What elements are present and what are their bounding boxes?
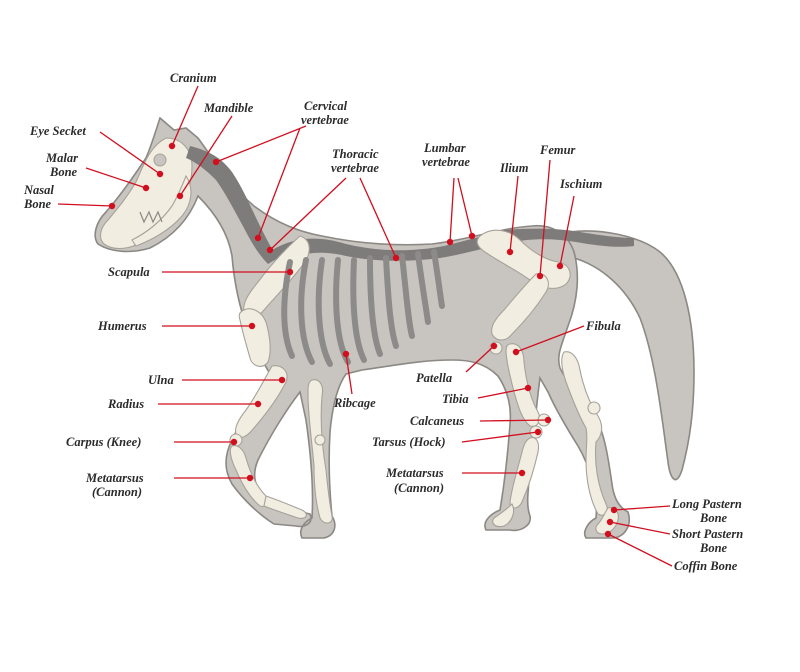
label-ribcage: Ribcage xyxy=(333,396,376,410)
label-short-pastern-line2: Bone xyxy=(699,541,728,555)
dot-radius xyxy=(255,401,261,407)
far-carpus-bone xyxy=(315,435,325,445)
leader-lumbar-b xyxy=(458,178,472,236)
leader-cervical-a xyxy=(216,126,306,162)
label-long-pastern-line1: Long Pastern xyxy=(671,497,742,511)
label-malar-line1: Malar xyxy=(45,151,78,165)
leader-nasal xyxy=(58,204,112,206)
dot-metatarsus-hind xyxy=(519,470,525,476)
label-thoracic-line1: Thoracic xyxy=(332,147,379,161)
dot-tibia xyxy=(525,385,531,391)
far-tarsus-bone xyxy=(588,402,600,414)
label-ulna: Ulna xyxy=(148,373,174,387)
leader-lumbar-a xyxy=(450,178,454,242)
label-radius: Radius xyxy=(107,397,144,411)
dot-fibula xyxy=(513,349,519,355)
label-carpus: Carpus (Knee) xyxy=(66,435,141,449)
label-patella: Patella xyxy=(416,371,452,385)
label-metatarsus-front-line1: Metatarsus xyxy=(85,471,144,485)
leader-coffin xyxy=(608,534,672,566)
label-malar-line2: Bone xyxy=(49,165,78,179)
dot-cervical-a xyxy=(213,159,219,165)
dot-thoracic-b xyxy=(393,255,399,261)
dot-metatarsus-front xyxy=(247,475,253,481)
label-cervical-line2: vertebrae xyxy=(301,113,349,127)
label-metatarsus-hind-line1: Metatarsus xyxy=(385,466,444,480)
label-ischium: Ischium xyxy=(559,177,603,191)
label-metatarsus-hind-line2: (Cannon) xyxy=(394,481,444,495)
label-lumbar-line1: Lumbar xyxy=(423,141,466,155)
label-femur: Femur xyxy=(539,143,576,157)
label-long-pastern-line2: Bone xyxy=(699,511,728,525)
dot-ischium xyxy=(557,263,563,269)
dot-humerus xyxy=(249,323,255,329)
dot-ilium xyxy=(507,249,513,255)
label-metatarsus-front-line2: (Cannon) xyxy=(92,485,142,499)
dot-short-pastern xyxy=(607,519,613,525)
label-calcaneus: Calcaneus xyxy=(410,414,464,428)
label-mandible: Mandible xyxy=(203,101,254,115)
dot-ribcage xyxy=(343,351,349,357)
dot-coffin xyxy=(605,531,611,537)
dot-scapula xyxy=(287,269,293,275)
dot-cervical-b xyxy=(255,235,261,241)
label-nasal-line2: Bone xyxy=(23,197,52,211)
dot-femur xyxy=(537,273,543,279)
dot-ulna xyxy=(279,377,285,383)
label-fibula: Fibula xyxy=(585,319,621,333)
dot-carpus xyxy=(231,439,237,445)
dot-lumbar-a xyxy=(447,239,453,245)
label-lumbar-line2: vertebrae xyxy=(422,155,470,169)
label-scapula: Scapula xyxy=(108,265,150,279)
label-tibia: Tibia xyxy=(442,392,469,406)
label-nasal-line1: Nasal xyxy=(23,183,54,197)
dot-malar xyxy=(143,185,149,191)
label-tarsus: Tarsus (Hock) xyxy=(372,435,446,449)
dot-patella xyxy=(491,343,497,349)
dot-long-pastern xyxy=(611,507,617,513)
dot-cranium xyxy=(169,143,175,149)
label-thoracic-line2: vertebrae xyxy=(331,161,379,175)
label-short-pastern-line1: Short Pastern xyxy=(672,527,743,541)
label-humerus: Humerus xyxy=(97,319,147,333)
dot-eye-socket xyxy=(157,171,163,177)
dot-mandible xyxy=(177,193,183,199)
label-cranium: Cranium xyxy=(170,71,217,85)
dot-tarsus xyxy=(535,429,541,435)
dot-nasal xyxy=(109,203,115,209)
dot-lumbar-b xyxy=(469,233,475,239)
dot-calcaneus xyxy=(545,417,551,423)
label-eye-socket: Eye Secket xyxy=(29,124,86,138)
label-coffin: Coffin Bone xyxy=(674,559,738,573)
dot-thoracic-a xyxy=(267,247,273,253)
label-ilium: Ilium xyxy=(499,161,529,175)
eye-socket-hole xyxy=(154,154,166,166)
label-cervical-line1: Cervical xyxy=(304,99,348,113)
